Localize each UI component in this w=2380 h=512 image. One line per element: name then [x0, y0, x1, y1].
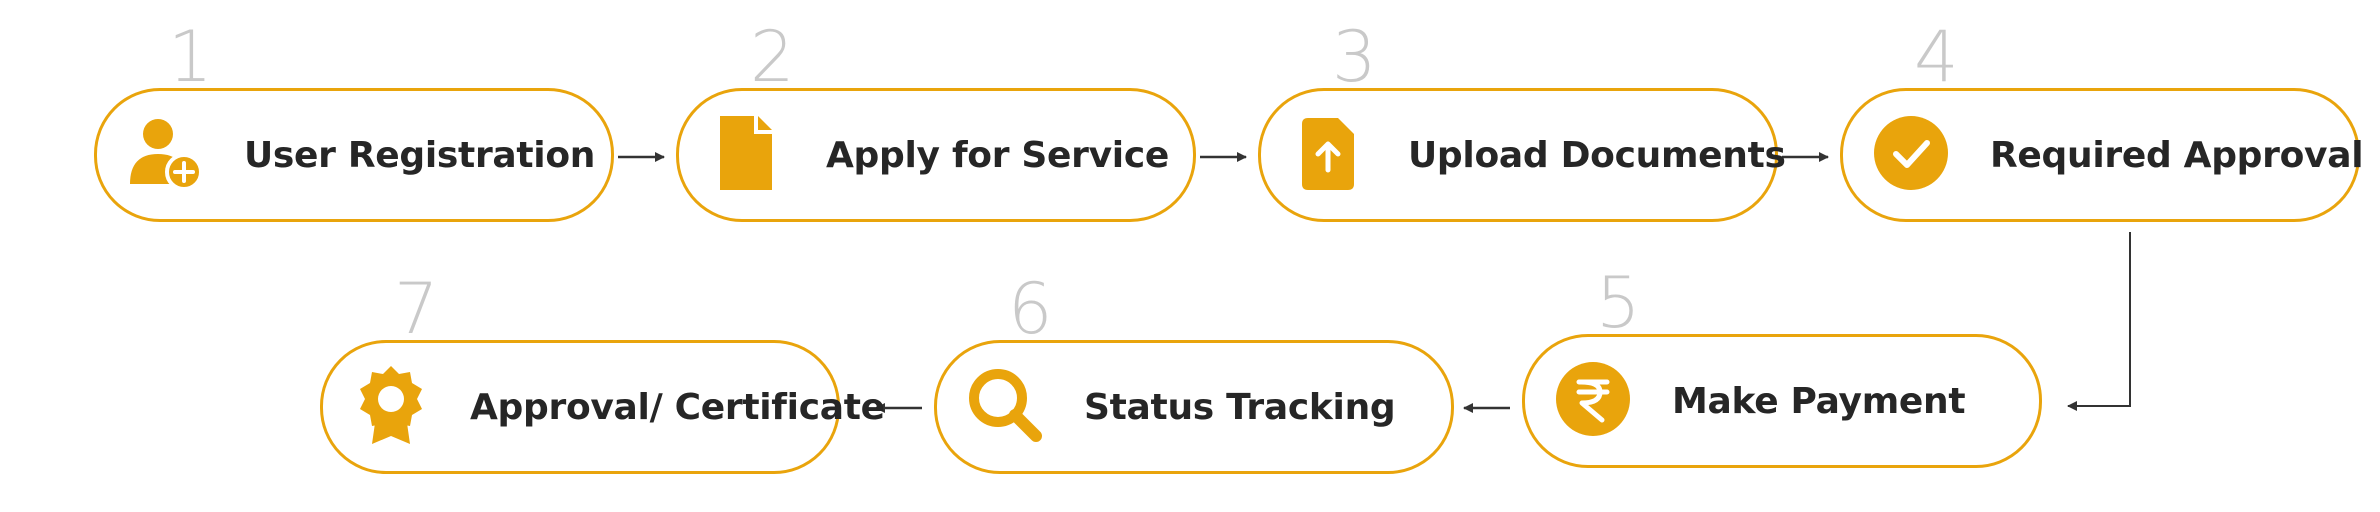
step-label: Status Tracking [1084, 386, 1396, 428]
step-number: 2 [750, 16, 795, 98]
step-number: 1 [168, 16, 213, 98]
step-number: 5 [1596, 262, 1641, 344]
step-label: Approval/ Certificate [470, 386, 885, 428]
rupee-icon [1552, 358, 1634, 440]
document-icon [706, 112, 788, 194]
step-status-tracking: 6 Status Tracking [934, 274, 1454, 474]
step-label: Apply for Service [826, 134, 1169, 176]
step-required-approval: 4 Required Approval [1840, 22, 2364, 222]
upload-file-icon [1288, 112, 1370, 194]
step-label: User Registration [244, 134, 596, 176]
step-approval-certificate: 7 Approval/ Certificate [320, 274, 885, 474]
step-label: Make Payment [1672, 380, 1966, 422]
step-make-payment: 5 Make Payment [1522, 268, 2042, 468]
award-badge-icon [350, 364, 432, 446]
step-user-registration: 1 User Registration [94, 22, 614, 222]
step-label: Required Approval [1990, 134, 2364, 176]
step-number: 4 [1914, 16, 1959, 98]
step-apply-for-service: 2 Apply for Service [676, 22, 1196, 222]
search-icon [964, 364, 1046, 446]
step-label: Upload Documents [1408, 134, 1786, 176]
step-number: 6 [1008, 268, 1053, 350]
step-number: 7 [394, 268, 439, 350]
step-upload-documents: 3 Upload Documents [1258, 22, 1786, 222]
user-add-icon [124, 112, 206, 194]
arrow-4-5 [2067, 232, 2131, 411]
step-number: 3 [1332, 16, 1377, 98]
check-circle-icon [1870, 112, 1952, 194]
